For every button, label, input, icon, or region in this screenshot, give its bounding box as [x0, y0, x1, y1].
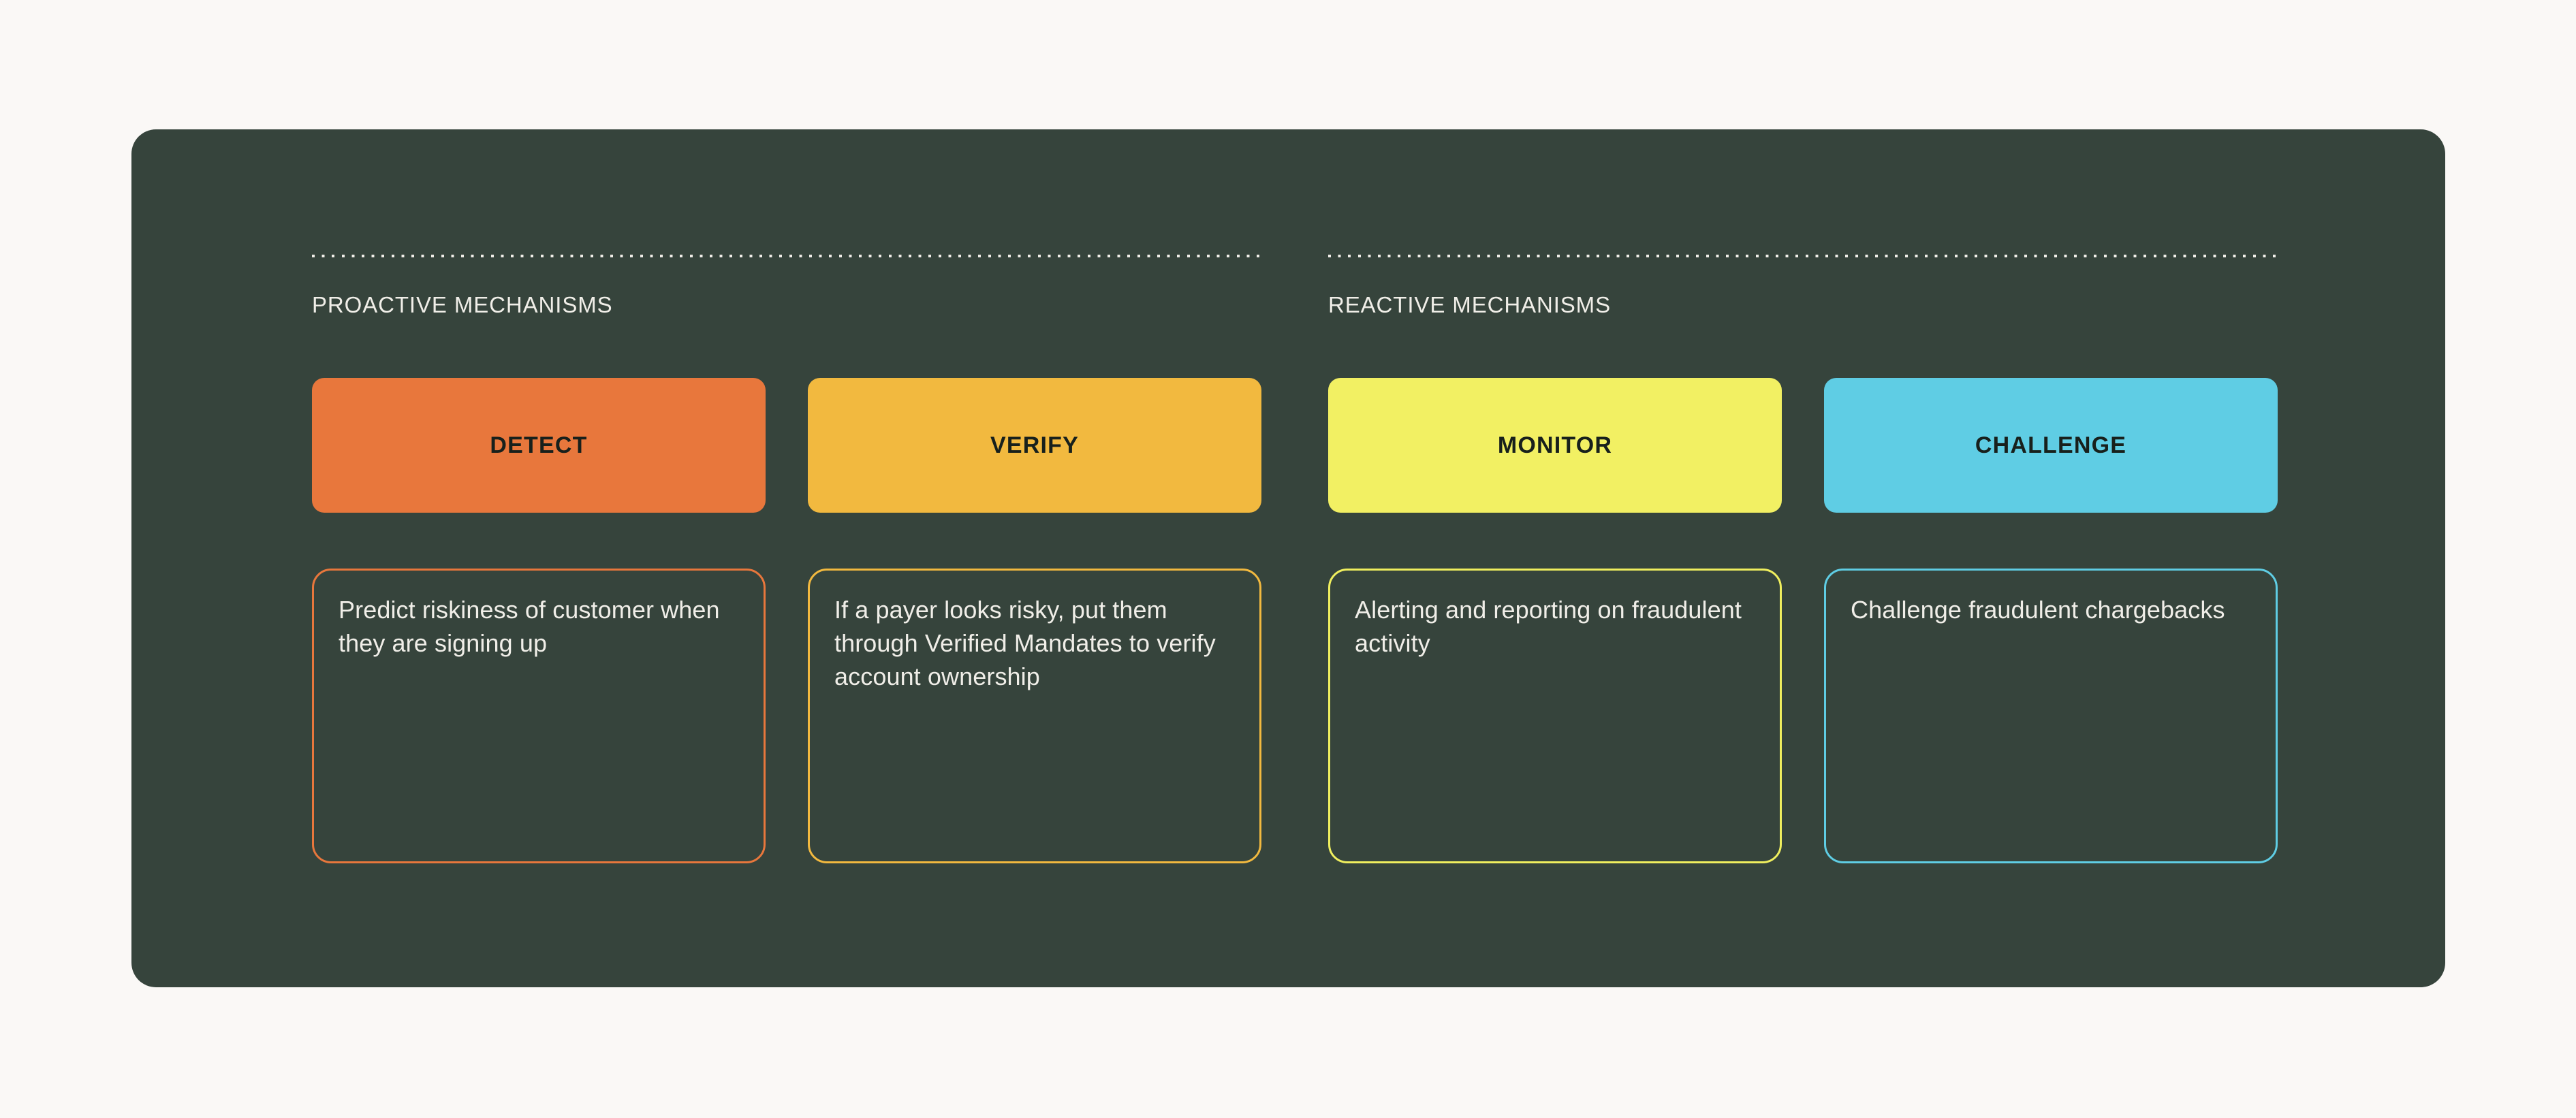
section-heading-reactive: REACTIVE MECHANISMS [1328, 292, 1611, 317]
section-heading-proactive: PROACTIVE MECHANISMS [312, 292, 613, 317]
dotted-divider-proactive [312, 254, 1262, 258]
column-monitor: MONITOR Alerting and reporting on fraudu… [1328, 378, 1782, 868]
description-text-challenge: Challenge fraudulent chargebacks [1851, 596, 2225, 624]
description-text-verify: If a payer looks risky, put them through… [834, 596, 1216, 690]
columns-proactive: DETECT Predict riskiness of customer whe… [312, 378, 1262, 868]
chip-button-monitor[interactable]: MONITOR [1328, 378, 1782, 513]
description-card-challenge: Challenge fraudulent chargebacks [1824, 569, 2278, 863]
group-reactive: REACTIVE MECHANISMS MONITOR Alerting and… [1328, 129, 2278, 987]
column-verify: VERIFY If a payer looks risky, put them … [808, 378, 1261, 868]
dotted-divider-reactive [1328, 254, 2278, 258]
mechanisms-panel: PROACTIVE MECHANISMS DETECT Predict risk… [131, 129, 2445, 987]
description-card-monitor: Alerting and reporting on fraudulent act… [1328, 569, 1782, 863]
columns-reactive: MONITOR Alerting and reporting on fraudu… [1328, 378, 2278, 868]
column-detect: DETECT Predict riskiness of customer whe… [312, 378, 766, 868]
description-text-monitor: Alerting and reporting on fraudulent act… [1355, 596, 1742, 657]
chip-button-challenge[interactable]: CHALLENGE [1824, 378, 2278, 513]
description-card-verify: If a payer looks risky, put them through… [808, 569, 1261, 863]
chip-button-verify[interactable]: VERIFY [808, 378, 1261, 513]
group-proactive: PROACTIVE MECHANISMS DETECT Predict risk… [312, 129, 1262, 987]
description-text-detect: Predict riskiness of customer when they … [339, 596, 720, 657]
column-challenge: CHALLENGE Challenge fraudulent chargebac… [1824, 378, 2278, 868]
description-card-detect: Predict riskiness of customer when they … [312, 569, 766, 863]
chip-button-detect[interactable]: DETECT [312, 378, 766, 513]
